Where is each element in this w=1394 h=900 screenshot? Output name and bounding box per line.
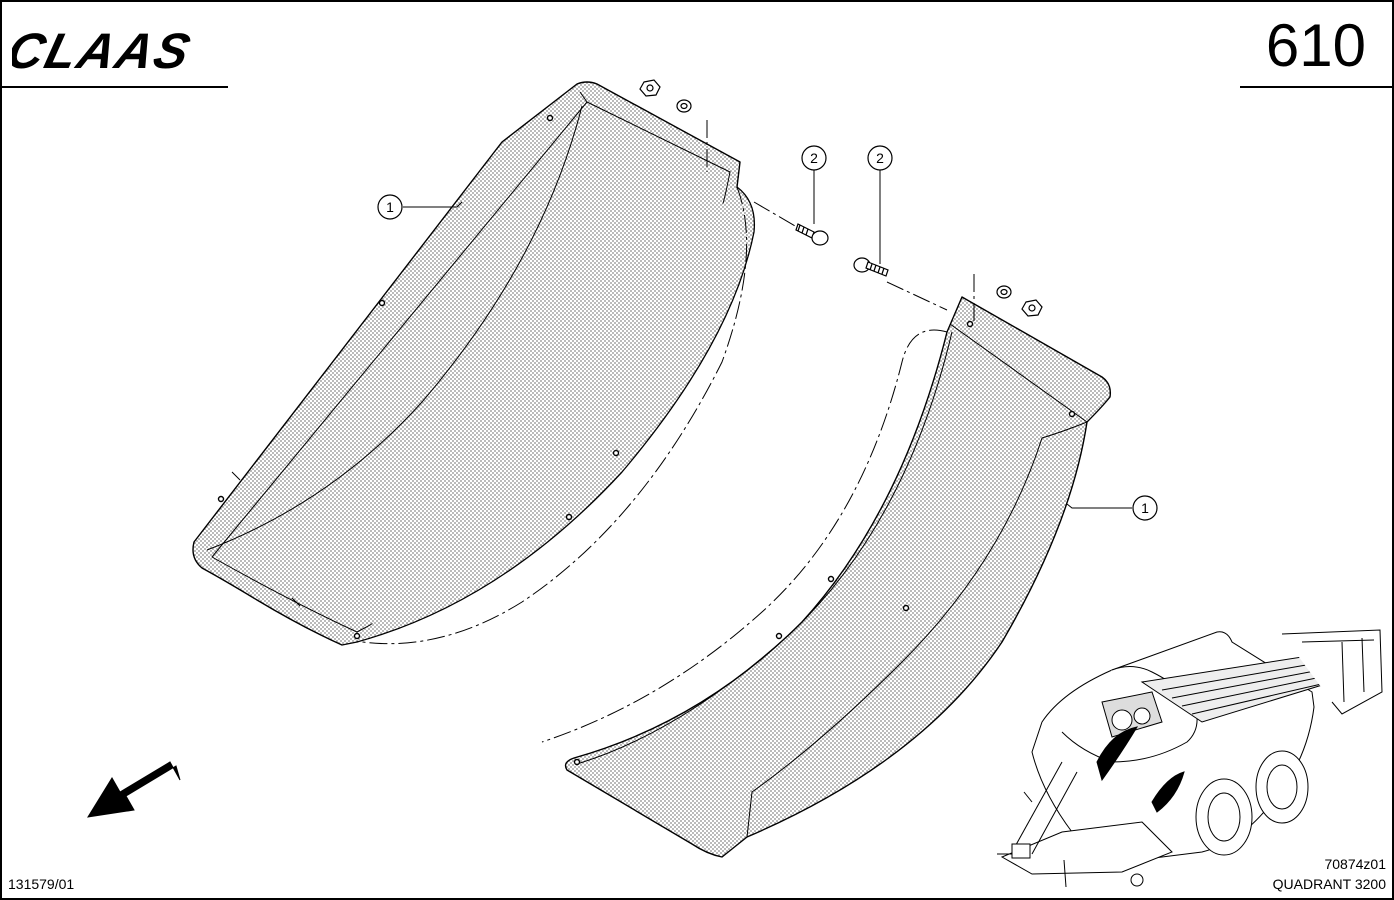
model-name: QUADRANT 3200	[1272, 876, 1386, 892]
assembly-centerlines	[361, 120, 975, 743]
callout-2-right: 2	[867, 145, 893, 171]
callout-1-left: 1	[377, 194, 403, 220]
direction-arrow-icon	[87, 761, 181, 818]
document-number: 131579/01	[8, 876, 75, 892]
bolt-right	[853, 257, 889, 277]
hardware-right-washer	[996, 285, 1012, 299]
left-cover-panel	[192, 81, 756, 646]
hardware-left-washer	[676, 99, 692, 113]
right-cover-panel	[564, 296, 1112, 858]
page-number: 610	[1265, 12, 1366, 79]
bolt-left	[795, 223, 829, 246]
figure-number: 70874z01	[1324, 856, 1386, 872]
callout-1-left-label: 1	[386, 199, 394, 215]
callout-2-right-label: 2	[876, 150, 884, 166]
claas-logo: CLAAS	[12, 23, 198, 79]
callout-2-left-label: 2	[810, 150, 818, 166]
hardware-left-nut	[639, 79, 661, 97]
hardware-right-nut	[1021, 299, 1043, 317]
callout-2-left: 2	[801, 145, 827, 171]
baler-location-thumbnail	[997, 629, 1383, 888]
logo-underline	[2, 86, 228, 88]
callout-leaders	[403, 170, 1132, 509]
callout-1-right-label: 1	[1141, 500, 1149, 516]
page-number-underline	[1240, 86, 1392, 88]
logo-lettering: CLAAS	[12, 23, 198, 79]
callout-1-right: 1	[1132, 495, 1158, 521]
